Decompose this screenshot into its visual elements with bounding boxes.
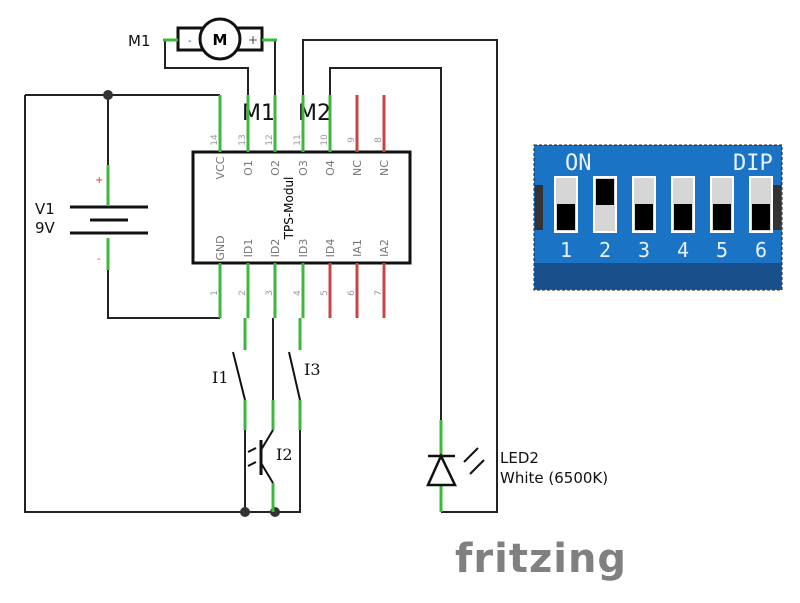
battery-minus: -: [97, 254, 101, 265]
dip-on-label: ON: [565, 151, 592, 176]
pin-number: 11: [293, 134, 303, 145]
dip-number: 6: [755, 238, 767, 262]
pin-number: 10: [320, 134, 330, 146]
pin-number: 8: [374, 137, 384, 143]
motor-label: M1: [128, 32, 151, 50]
pin-number: 1: [210, 290, 220, 296]
motor-symbol: M: [213, 31, 228, 49]
motor-minus: -: [188, 36, 192, 47]
pin-label: NC: [351, 160, 364, 176]
pin-label: NC: [378, 160, 391, 176]
fritzing-logo: fritzing: [455, 536, 627, 582]
dip-toggle: [557, 204, 575, 230]
switch-i1: I1: [212, 318, 247, 430]
pin-number: 2: [238, 290, 248, 296]
pin-number: 3: [265, 290, 275, 296]
pin-number: 4: [293, 290, 303, 296]
pin-label: ID2: [269, 239, 282, 258]
dip-number: 1: [560, 238, 572, 262]
battery-plus: +: [95, 175, 103, 186]
phototransistor-i2: I2: [247, 400, 293, 512]
pin-number: 14: [210, 134, 220, 146]
pin-label: O3: [297, 160, 310, 176]
dip-number: 3: [638, 238, 650, 262]
switch-i3: I3: [288, 318, 321, 430]
pin-number: 7: [374, 290, 384, 296]
pin-number: 9: [347, 137, 357, 143]
pin-label: ID4: [324, 239, 337, 258]
led2: LED2 White (6500K): [426, 420, 608, 512]
led-description: White (6500K): [500, 469, 608, 487]
pin-label: GND: [214, 235, 227, 260]
dip-number: 4: [677, 238, 689, 262]
pin-number: 12: [265, 134, 275, 145]
dip-number: 2: [599, 238, 611, 262]
switch-i1-label: I1: [212, 368, 229, 387]
motor-plus: +: [248, 33, 258, 47]
phototransistor-label: I2: [276, 445, 293, 464]
battery-label: V1: [35, 200, 55, 218]
dip-toggle: [752, 204, 770, 230]
pin-label: IA1: [351, 239, 364, 257]
pin-label: O1: [242, 160, 255, 176]
pin-label: O2: [269, 160, 282, 176]
pin-label: ID1: [242, 239, 255, 258]
pin-label: ID3: [297, 239, 310, 258]
dip-label: DIP: [733, 151, 773, 176]
battery-v1: + - V1 9V: [35, 165, 148, 270]
dip-switch: ON DIP 1 2 3 4 5 6: [533, 144, 783, 291]
dip-toggle: [596, 179, 614, 205]
dip-number: 5: [716, 238, 728, 262]
tps-modul-chip: TPS-Modul M1 M2 14VCC13O112O211O310O49NC…: [191, 95, 412, 318]
switch-i3-label: I3: [304, 360, 321, 379]
pin-label: VCC: [214, 156, 227, 179]
chip-name: TPS-Modul: [282, 177, 296, 241]
pin-label: IA2: [378, 239, 391, 257]
pin-number: 13: [238, 134, 248, 145]
dip-toggle: [674, 204, 692, 230]
pin-number: 6: [347, 290, 357, 296]
pin-label: O4: [324, 160, 337, 176]
battery-voltage: 9V: [35, 219, 56, 237]
led-label: LED2: [500, 449, 539, 467]
dip-toggle: [635, 204, 653, 230]
motor-m1: M - + M1: [128, 17, 277, 61]
pin-number: 5: [320, 290, 330, 296]
dip-toggle: [713, 204, 731, 230]
